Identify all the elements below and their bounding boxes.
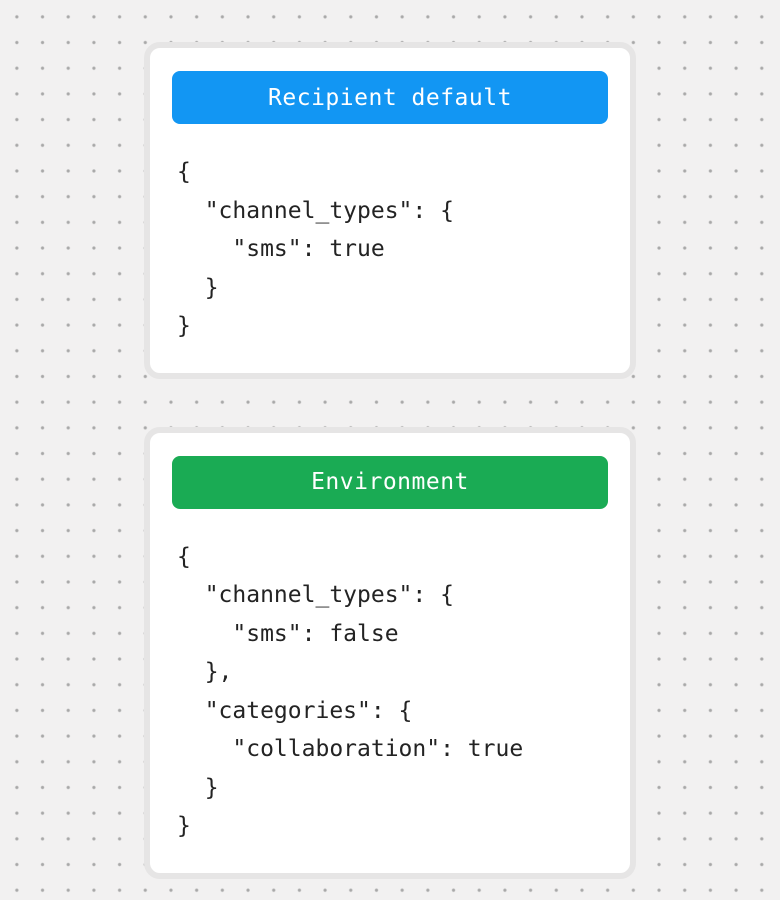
recipient-default-badge: Recipient default: [172, 71, 608, 124]
environment-json-code: { "channel_types": { "sms": false }, "ca…: [177, 543, 524, 840]
card-environment: Environment { "channel_types": { "sms": …: [144, 426, 636, 879]
recipient-default-json-code: { "channel_types": { "sms": true } }: [177, 159, 454, 339]
environment-badge: Environment: [172, 455, 608, 509]
card-recipient-default: Recipient default { "channel_types": { "…: [144, 42, 636, 379]
